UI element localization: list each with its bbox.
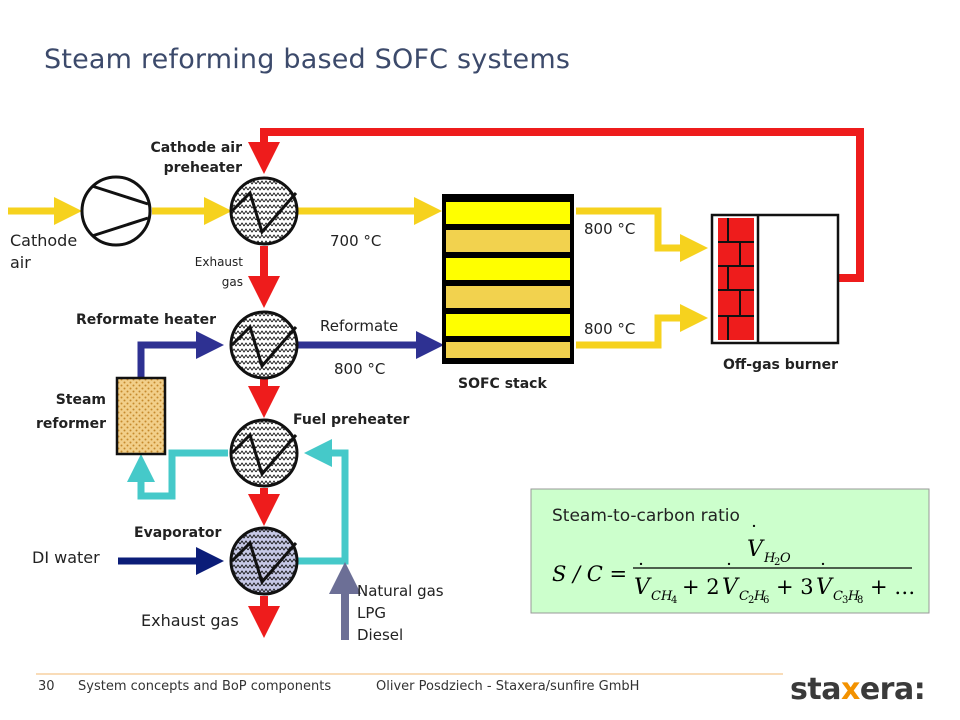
formula-den1-v: V	[634, 575, 652, 600]
page-title: Steam reforming based SOFC systems	[44, 44, 571, 75]
formula-den3-dot: ˙	[818, 559, 828, 583]
exhaust-gas-label-1: Exhaust	[195, 255, 244, 269]
steam-reformer-icon	[115, 376, 167, 456]
off-gas-burner-icon	[710, 213, 840, 345]
formula-numerator-v: V	[747, 537, 765, 562]
formula-plus-3: + 3	[776, 575, 814, 599]
page-number: 30	[38, 679, 55, 694]
di-water-label: DI water	[32, 548, 100, 567]
formula-den2-c: C	[739, 589, 749, 604]
reformate-flow	[137, 331, 444, 378]
cathode-air-preheater-icon	[229, 176, 299, 246]
fuel-flow	[127, 439, 349, 565]
formula-numerator-h: H	[763, 551, 776, 566]
fuel-preheater-label: Fuel preheater	[293, 412, 410, 428]
fuel-option-natural-gas: Natural gas	[357, 582, 444, 600]
exhaust-gas-outlet-label: Exhaust gas	[141, 611, 239, 630]
formula-numerator-o: O	[780, 551, 791, 566]
logo-text-left: sta	[790, 672, 841, 707]
logo-text-right: era	[859, 672, 914, 707]
formula-den3-h: H	[847, 589, 860, 604]
sofc-stack-icon	[442, 194, 574, 364]
formula-den1-4: 4	[671, 595, 677, 606]
formula-title: Steam-to-carbon ratio	[552, 506, 740, 526]
reformate-heater-icon	[229, 310, 299, 380]
cathode-air-preheater-label-1: Cathode air	[150, 140, 242, 156]
formula-den3-c: C	[833, 589, 843, 604]
formula-den2-h: H	[753, 589, 766, 604]
footer-section: System concepts and BoP components	[78, 679, 332, 694]
formula-den3-v: V	[816, 575, 834, 600]
formula-numerator-2: 2	[774, 557, 780, 568]
formula-numerator-dot: ˙	[749, 521, 759, 545]
formula-ellipsis: + …	[870, 575, 915, 599]
formula-den2-6: 6	[763, 595, 769, 606]
formula-plus-2: + 2	[682, 575, 720, 599]
formula-den1-ch: CH	[651, 589, 673, 604]
cathode-air-label-1: Cathode	[10, 231, 77, 250]
off-gas-burner-label: Off-gas burner	[723, 357, 838, 373]
steam-to-carbon-formula-box: Steam-to-carbon ratio S / C = V ˙ H 2 O …	[530, 488, 930, 614]
reformate-temp-label: 800 °C	[334, 360, 385, 378]
cathode-air-preheater-label-2: preheater	[164, 160, 243, 176]
fuel-preheater-icon	[229, 418, 299, 488]
fuel-option-diesel: Diesel	[357, 626, 403, 644]
formula-lhs: S / C =	[552, 562, 627, 586]
steam-reformer-label-1: Steam	[56, 392, 106, 408]
stack-outlet-temp-top: 800 °C	[584, 220, 635, 238]
cathode-air-flow	[8, 197, 708, 349]
formula-den3-8: 8	[857, 595, 863, 606]
formula-den2-2: 2	[748, 595, 754, 606]
formula-den3-3: 3	[842, 595, 848, 606]
cathode-air-label-2: air	[10, 253, 31, 272]
formula-den2-dot: ˙	[724, 559, 734, 583]
reformate-label: Reformate	[320, 317, 398, 335]
logo-text-x: x	[840, 672, 860, 707]
fuel-option-lpg: LPG	[357, 604, 386, 622]
logo-text-suffix: :	[913, 672, 926, 707]
sofc-stack-label: SOFC stack	[458, 376, 547, 392]
exhaust-gas-label-2: gas	[222, 275, 243, 289]
air-blower-icon	[80, 175, 152, 247]
formula-den1-dot: ˙	[636, 559, 646, 583]
evaporator-icon	[229, 526, 299, 596]
staxera-logo: staxera:	[790, 672, 926, 707]
steam-reformer-label-2: reformer	[36, 416, 106, 432]
cathode-air-temp-label: 700 °C	[330, 232, 381, 250]
stack-outlet-temp-bottom: 800 °C	[584, 320, 635, 338]
evaporator-label: Evaporator	[134, 525, 221, 541]
formula-den2-v: V	[722, 575, 740, 600]
footer-author: Oliver Posdziech - Staxera/sunfire GmbH	[376, 679, 640, 694]
reformate-heater-label: Reformate heater	[76, 312, 216, 328]
